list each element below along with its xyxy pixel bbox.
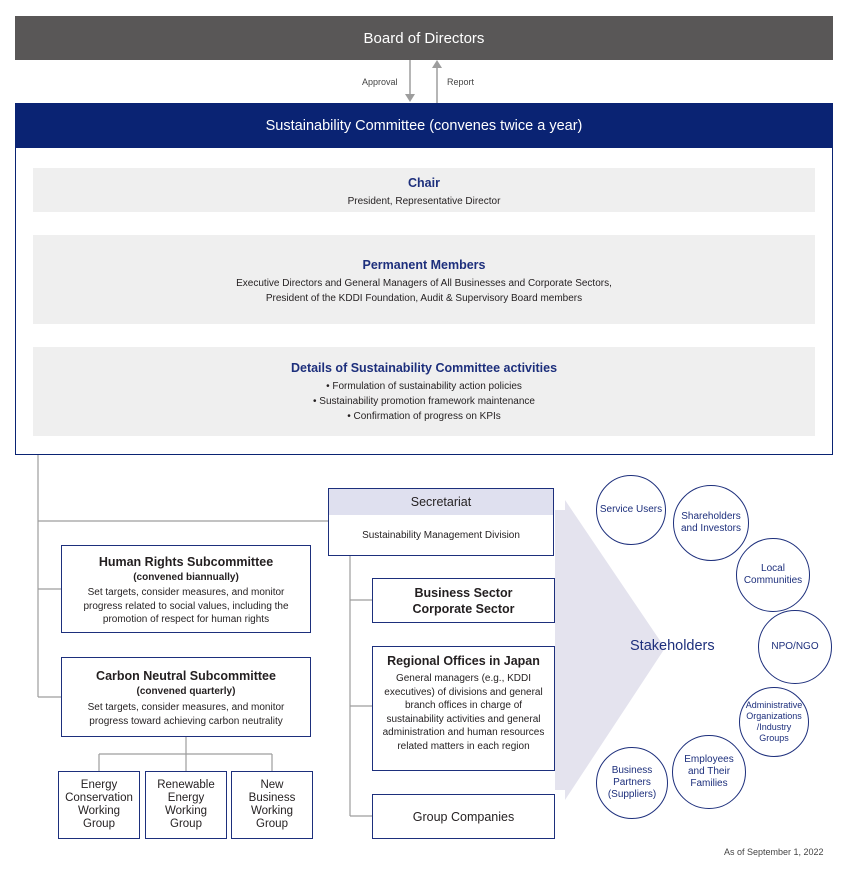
stakeholder-circle: Local Communities bbox=[736, 538, 810, 612]
chair-panel: Chair President, Representative Director bbox=[33, 168, 815, 212]
stakeholder-arrow-shape bbox=[555, 500, 665, 800]
secretariat-box: Secretariat Sustainability Management Di… bbox=[328, 488, 554, 556]
renewable-energy-working-group: Renewable Energy Working Group bbox=[145, 771, 227, 839]
chair-title: Chair bbox=[408, 176, 440, 190]
business-corporate-sector-box: Business Sector Corporate Sector bbox=[372, 578, 555, 623]
carbon-neutral-subcommittee: Carbon Neutral Subcommittee (convened qu… bbox=[61, 657, 311, 737]
stakeholders-label: Stakeholders bbox=[630, 638, 715, 654]
activity-item: • Formulation of sustainability action p… bbox=[326, 381, 522, 392]
as-of-date: As of September 1, 2022 bbox=[724, 847, 824, 857]
activity-item: • Confirmation of progress on KPIs bbox=[347, 411, 501, 422]
human-rights-frequency: (convened biannually) bbox=[133, 572, 239, 583]
stakeholder-circle: Service Users bbox=[596, 475, 666, 545]
permanent-members-line2: President of the KDDI Foundation, Audit … bbox=[265, 293, 583, 304]
human-rights-text: Set targets, consider measures, and moni… bbox=[83, 587, 289, 625]
permanent-members-panel: Permanent Members Executive Directors an… bbox=[33, 235, 815, 324]
carbon-neutral-frequency: (convened quarterly) bbox=[136, 686, 236, 697]
corporate-sector-label: Corporate Sector bbox=[412, 602, 515, 616]
chair-text: President, Representative Director bbox=[347, 196, 501, 207]
permanent-members-line1: Executive Directors and General Managers… bbox=[236, 278, 612, 289]
regional-offices-title: Regional Offices in Japan bbox=[387, 654, 540, 668]
stakeholder-circle: Shareholders and Investors bbox=[673, 485, 749, 561]
sustainability-committee-title: Sustainability Committee (convenes twice… bbox=[15, 103, 833, 148]
business-sector-label: Business Sector bbox=[414, 586, 513, 600]
carbon-neutral-title: Carbon Neutral Subcommittee bbox=[96, 669, 276, 683]
group-companies-box: Group Companies bbox=[372, 794, 555, 839]
regional-offices-text: General managers (e.g., KDDI executives)… bbox=[382, 673, 545, 752]
activities-title: Details of Sustainability Committee acti… bbox=[290, 361, 558, 375]
activity-item: • Sustainability promotion framework mai… bbox=[313, 396, 535, 407]
activities-panel: Details of Sustainability Committee acti… bbox=[33, 347, 815, 436]
new-business-working-group: New Business Working Group bbox=[231, 771, 313, 839]
regional-offices-box: Regional Offices in Japan General manage… bbox=[372, 646, 555, 771]
stakeholder-circle: Administrative Organizations /Industry G… bbox=[739, 687, 809, 757]
stakeholder-circle: NPO/NGO bbox=[758, 610, 832, 684]
energy-conservation-working-group: Energy Conservation Working Group bbox=[58, 771, 140, 839]
board-of-directors: Board of Directors bbox=[15, 16, 833, 60]
carbon-neutral-text: Set targets, consider measures, and moni… bbox=[87, 702, 285, 727]
human-rights-subcommittee: Human Rights Subcommittee (convened bian… bbox=[61, 545, 311, 633]
secretariat-title: Secretariat bbox=[329, 489, 553, 515]
stakeholder-circle: Business Partners (Suppliers) bbox=[596, 747, 668, 819]
stakeholder-circle: Employees and Their Families bbox=[672, 735, 746, 809]
secretariat-division: Sustainability Management Division bbox=[362, 529, 520, 541]
permanent-members-title: Permanent Members bbox=[362, 258, 486, 272]
report-label: Report bbox=[447, 77, 475, 87]
human-rights-title: Human Rights Subcommittee bbox=[98, 555, 274, 569]
approval-label: Approval bbox=[362, 77, 398, 87]
